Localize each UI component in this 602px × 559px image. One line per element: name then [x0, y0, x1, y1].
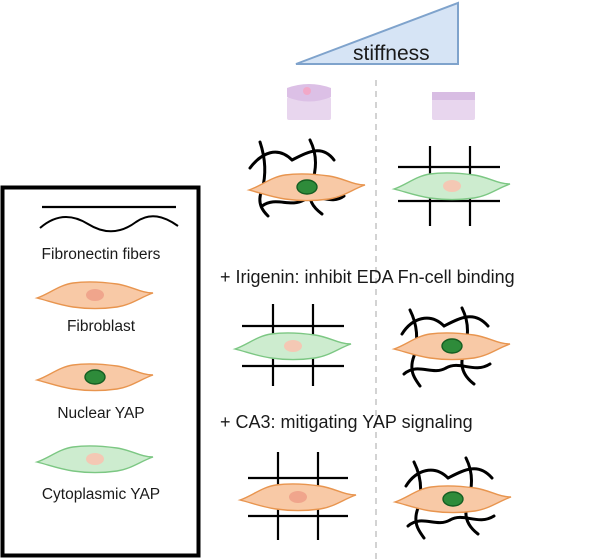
legend-label-cytoplasmic-yap: Cytoplasmic YAP — [41, 486, 161, 503]
cytoplasmic-yap-cell-icon — [36, 445, 154, 474]
row3-nuclear-yap-cell — [394, 485, 512, 514]
fibroblast-icon — [36, 281, 154, 310]
row1-cytoplasmic-yap-cell — [393, 172, 511, 201]
row3-fibroblast-cell — [239, 483, 357, 512]
soft-tissue-icon — [287, 84, 331, 120]
legend-label-nuclear-yap: Nuclear YAP — [57, 405, 145, 422]
legend-label-fibronectin: Fibronectin fibers — [41, 246, 161, 263]
nuclear-yap-cell-icon — [36, 363, 154, 392]
condition-label-irigenin: + Irigenin: inhibit EDA Fn-cell binding — [220, 267, 515, 287]
condition-label-ca3: + CA3: mitigating YAP signaling — [220, 412, 473, 432]
row2-nuclear-yap-cell — [393, 332, 511, 361]
row2-cytoplasmic-yap-cell — [234, 332, 352, 361]
row1-nuclear-yap-cell — [248, 173, 366, 202]
stiff-tissue-icon — [432, 92, 475, 120]
stiffness-label: stiffness — [353, 42, 430, 65]
wavy-fibronectin-matrix-2 — [400, 306, 492, 388]
stiffness-gradient-triangle — [295, 1, 459, 65]
legend-label-fibroblast: Fibroblast — [66, 318, 136, 335]
fibronectin-fibers-icon — [39, 205, 179, 233]
